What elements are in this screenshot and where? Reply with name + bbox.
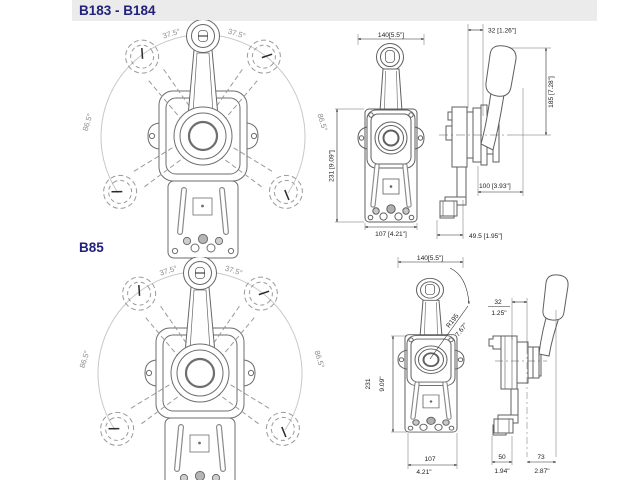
b85-front-radius-in: 7.67" <box>454 321 469 338</box>
b183-side-dimensions: 32 [1.26"] 185 [7.28"] 100 [3.93"] 49.5 … <box>436 24 555 240</box>
control-swing-drawing <box>94 257 306 480</box>
b85-front-height-in: 9.09" <box>379 376 386 392</box>
control-side-drawing <box>439 45 517 219</box>
section-title-b85: B85 <box>79 240 104 255</box>
b85-side-top-in: 1.25" <box>491 310 507 317</box>
b183-angle-left: 86.5° <box>81 112 95 132</box>
b85-angle-left: 86.5° <box>78 349 92 369</box>
b85-side-mount-mm: 50 <box>498 454 506 461</box>
b183-angle-top-left: 37.5° <box>161 27 181 41</box>
b183-lever-travel-diagram: 37.5° 37.5° 86.5° 86.5° <box>81 20 329 265</box>
b85-front-view: 140[5.5"] R195 7.67" 231 9.09" 107 4.21" <box>365 255 470 476</box>
control-front-drawing <box>358 44 424 223</box>
b85-angle-right: 86.5° <box>312 349 326 369</box>
b85-side-mount-in: 1.94" <box>494 468 510 475</box>
b85-front-base-mm: 107 <box>424 456 435 463</box>
b183-side-depth-dim: 100 [3.93"] <box>479 183 511 190</box>
section-header-b183 <box>72 0 597 21</box>
b183-front-height-dim: 231 [9.09"] <box>329 150 336 182</box>
b85-side-depth-in: 2.87" <box>534 468 550 475</box>
b183-side-bottom-dim: 49.5 [1.95"] <box>469 233 503 240</box>
b85-side-dimensions: 32 1.25" 50 1.94" 73 2.87" <box>488 298 557 475</box>
b85-front-base-in: 4.21" <box>416 469 432 476</box>
b183-side-view: 32 [1.26"] 185 [7.28"] 100 [3.93"] 49.5 … <box>436 24 555 240</box>
b85-lever-travel-diagram: 37.5° 37.5° 86.5° 86.5° <box>78 257 326 480</box>
b183-side-height-dim: 185 [7.28"] <box>548 76 555 108</box>
b183-side-top-dim: 32 [1.26"] <box>488 28 516 35</box>
control-side-drawing <box>488 274 569 436</box>
control-front-drawing <box>398 278 464 432</box>
b85-side-top-mm: 32 <box>494 299 502 306</box>
b183-front-width-dim: 140[5.5"] <box>378 32 404 39</box>
b183-front-dimensions: 140[5.5"] 231 [9.09"] 107 [4.21"] <box>329 32 425 238</box>
b85-angle-top-left: 37.5° <box>158 264 178 278</box>
b85-side-view: 32 1.25" 50 1.94" 73 2.87" <box>488 274 569 475</box>
b85-front-height-mm: 231 <box>365 378 372 389</box>
b183-front-view: 140[5.5"] 231 [9.09"] 107 [4.21"] <box>329 32 459 238</box>
b183-front-base-dim: 107 [4.21"] <box>375 231 407 238</box>
section-title-b183: B183 - B184 <box>79 3 156 18</box>
control-swing-drawing <box>97 20 309 258</box>
b85-side-depth-mm: 73 <box>537 454 545 461</box>
b85-front-width-dim: 140[5.5"] <box>417 255 443 262</box>
